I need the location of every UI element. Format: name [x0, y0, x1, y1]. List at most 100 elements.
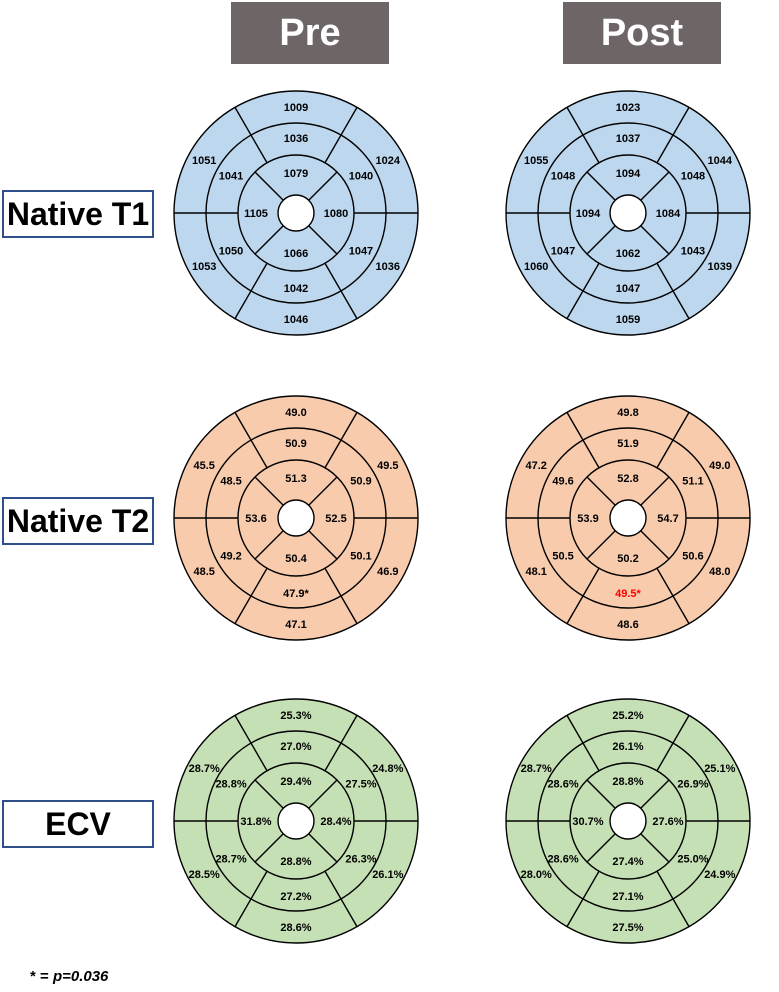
segment-divider [640, 476, 670, 506]
mid-segment-4: 1042 [284, 283, 308, 295]
apical-segment-4: 1105 [244, 208, 268, 220]
basal-segment-4: 28.6% [280, 922, 311, 934]
apical-segment-4: 53.6 [245, 513, 266, 525]
mid-segment-4: 49.5* [615, 588, 641, 600]
mid-segment-6: 28.6% [547, 779, 578, 791]
mid-segment-6: 28.8% [215, 779, 246, 791]
basal-segment-4: 48.6 [617, 619, 638, 631]
segment-divider [254, 171, 284, 201]
column-header-pre: Pre [231, 2, 389, 64]
mid-segment-2: 27.5% [345, 779, 376, 791]
segment-divider [324, 870, 358, 928]
mid-segment-5: 1050 [219, 246, 243, 258]
apex-hole [609, 194, 647, 232]
footnote-text: p=0.036 [52, 968, 109, 985]
mid-segment-5: 28.6% [547, 854, 578, 866]
segment-divider [656, 411, 690, 469]
mid-segment-3: 50.1 [350, 551, 371, 563]
mid-segment-6: 48.5 [220, 476, 241, 488]
apical-segment-1: 51.3 [285, 473, 306, 485]
apical-segment-2: 54.7 [657, 513, 678, 525]
mid-segment-6: 1041 [219, 171, 243, 183]
basal-segment-4: 1046 [284, 314, 308, 326]
segment-divider [566, 870, 600, 928]
apex-hole [609, 802, 647, 840]
basal-segment-5: 48.5 [193, 566, 214, 578]
basal-segment-3: 46.9 [377, 566, 398, 578]
basal-segment-6: 1055 [524, 155, 548, 167]
basal-segment-1: 1023 [616, 102, 640, 114]
mid-segment-1: 51.9 [617, 438, 638, 450]
segment-divider [324, 106, 358, 164]
row-label-native-t2: Native T2 [2, 497, 154, 545]
segment-divider [234, 567, 268, 625]
mid-segment-4: 27.1% [612, 891, 643, 903]
bullseye-ecv-post: 25.2%25.1%24.9%27.5%28.0%28.7%26.1%26.9%… [505, 698, 751, 944]
mid-segment-1: 1037 [616, 133, 640, 145]
segment-divider [566, 106, 600, 164]
mid-segment-6: 49.6 [552, 476, 573, 488]
basal-segment-3: 26.1% [372, 869, 403, 881]
basal-segment-5: 1060 [524, 261, 548, 273]
segment-divider [234, 870, 268, 928]
basal-segment-6: 45.5 [193, 460, 214, 472]
apical-segment-1: 29.4% [280, 776, 311, 788]
apex-hole [609, 499, 647, 537]
mid-segment-2: 1040 [349, 171, 373, 183]
basal-segment-2: 1024 [376, 155, 401, 167]
basal-segment-3: 48.0 [709, 566, 730, 578]
mid-segment-3: 25.0% [677, 854, 708, 866]
apical-segment-4: 30.7% [572, 816, 603, 828]
segment-divider [234, 411, 268, 469]
segment-divider [566, 714, 600, 772]
segment-divider [586, 225, 616, 255]
segment-divider [566, 411, 600, 469]
bullseye-t2-post: 49.849.048.048.648.147.251.951.150.649.5… [505, 395, 751, 641]
basal-segment-5: 48.1 [525, 566, 546, 578]
segment-divider [308, 779, 338, 809]
basal-segment-2: 49.5 [377, 460, 398, 472]
basal-segment-2: 49.0 [709, 460, 730, 472]
basal-segment-1: 1009 [284, 102, 308, 114]
segment-divider [640, 779, 670, 809]
mid-segment-5: 1047 [551, 246, 575, 258]
segment-divider [640, 225, 670, 255]
apical-segment-2: 27.6% [652, 816, 683, 828]
basal-segment-2: 25.1% [704, 763, 735, 775]
basal-segment-4: 1059 [616, 314, 640, 326]
segment-divider [656, 714, 690, 772]
basal-segment-1: 25.2% [612, 710, 643, 722]
basal-segment-1: 49.0 [285, 407, 306, 419]
segment-divider [254, 225, 284, 255]
apex-hole [277, 194, 315, 232]
segment-divider [640, 833, 670, 863]
segment-divider [586, 530, 616, 560]
basal-segment-1: 25.3% [280, 710, 311, 722]
apical-segment-3: 50.4 [285, 553, 307, 565]
apical-segment-3: 27.4% [612, 856, 643, 868]
segment-divider [656, 106, 690, 164]
segment-divider [656, 567, 690, 625]
mid-segment-4: 1047 [616, 283, 640, 295]
basal-segment-4: 27.5% [612, 922, 643, 934]
apical-segment-2: 52.5 [325, 513, 346, 525]
apical-segment-4: 31.8% [240, 816, 271, 828]
mid-segment-2: 50.9 [350, 476, 371, 488]
row-label-ecv: ECV [2, 800, 154, 848]
basal-segment-4: 47.1 [285, 619, 306, 631]
segment-divider [566, 567, 600, 625]
segment-divider [308, 171, 338, 201]
mid-segment-2: 26.9% [677, 779, 708, 791]
mid-segment-3: 1043 [681, 246, 705, 258]
mid-segment-5: 50.5 [552, 551, 573, 563]
basal-segment-2: 24.8% [372, 763, 403, 775]
segment-divider [234, 714, 268, 772]
mid-segment-2: 51.1 [682, 476, 703, 488]
basal-segment-3: 1036 [376, 261, 400, 273]
mid-segment-3: 50.6 [682, 551, 703, 563]
segment-divider [640, 530, 670, 560]
basal-segment-6: 28.7% [189, 763, 220, 775]
segment-divider [586, 476, 616, 506]
segment-divider [234, 262, 268, 320]
basal-segment-3: 24.9% [704, 869, 735, 881]
